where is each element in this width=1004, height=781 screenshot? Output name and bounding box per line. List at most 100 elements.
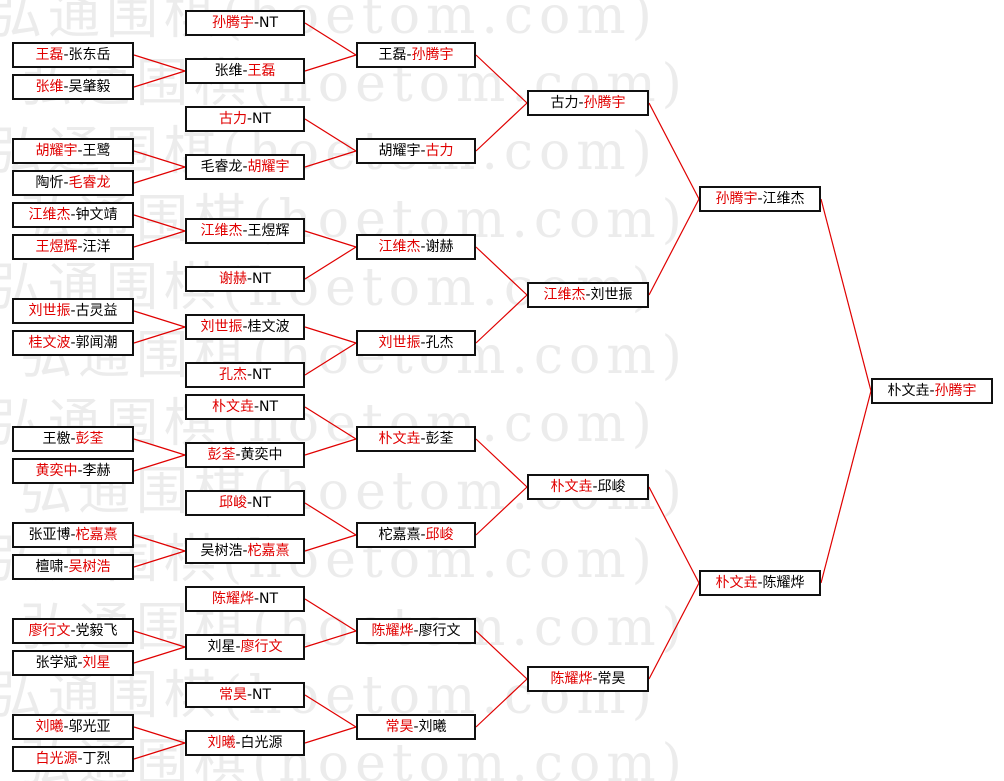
player-b-name: 柁嘉熹 (247, 543, 290, 559)
match-box: 吴树浩-柁嘉熹 (185, 538, 305, 564)
match-box: 陶忻-毛睿龙 (12, 170, 134, 196)
player-b-name: NT (259, 591, 279, 607)
versus-dash: - (235, 447, 241, 463)
match-box: 柁嘉熹-邱峻 (356, 522, 476, 548)
bracket-connector (133, 534, 186, 552)
player-a-name: 白光源 (35, 751, 78, 767)
bracket-connector (648, 198, 700, 296)
player-b-name: NT (252, 111, 272, 127)
player-b-name: 刘星 (82, 655, 111, 671)
match-box: 刘曦-白光源 (185, 730, 305, 756)
match-box: 刘曦-邬光亚 (12, 714, 134, 740)
versus-dash: - (246, 367, 253, 383)
player-b-name: NT (259, 15, 279, 31)
player-a-name: 古力 (550, 95, 579, 111)
match-box: 陈耀烨-NT (185, 586, 305, 612)
player-a-name: 廖行文 (28, 623, 71, 639)
match-box: 孙腾宇-江维杰 (699, 186, 821, 212)
versus-dash: - (253, 15, 260, 31)
match-box: 胡耀宇-古力 (356, 138, 476, 164)
match-box: 张维-吴肇毅 (12, 74, 134, 100)
versus-dash: - (242, 319, 248, 335)
player-b-name: 柁嘉熹 (75, 527, 118, 543)
match-box: 白光源-丁烈 (12, 746, 134, 772)
versus-dash: - (77, 655, 83, 671)
player-a-name: 王磊 (35, 47, 64, 63)
versus-dash: - (242, 223, 248, 239)
versus-dash: - (235, 639, 241, 655)
player-b-name: 郭闻潮 (75, 335, 118, 351)
player-a-name: 张维 (214, 63, 243, 79)
player-a-name: 刘世振 (200, 319, 243, 335)
player-b-name: NT (252, 687, 272, 703)
player-a-name: 孔杰 (218, 367, 247, 383)
bracket-connector (475, 294, 528, 344)
bracket-connector (133, 54, 186, 72)
match-box: 古力-NT (185, 106, 305, 132)
versus-dash: - (63, 175, 69, 191)
player-b-name: 王磊 (247, 63, 276, 79)
versus-dash: - (413, 719, 419, 735)
match-box: 檀啸-吴树浩 (12, 554, 134, 580)
player-a-name: 江维杰 (28, 207, 71, 223)
versus-dash: - (246, 687, 253, 703)
player-b-name: 胡耀宇 (247, 159, 290, 175)
versus-dash: - (246, 271, 253, 287)
player-a-name: 朴文垚 (211, 399, 254, 415)
match-box: 王磊-孙腾宇 (356, 42, 476, 68)
player-a-name: 刘星 (207, 639, 236, 655)
match-box: 朴文垚-彭荃 (356, 426, 476, 452)
player-b-name: 毛睿龙 (68, 175, 111, 191)
versus-dash: - (413, 623, 419, 639)
player-b-name: 孔杰 (425, 335, 454, 351)
player-a-name: 桂文波 (28, 335, 71, 351)
player-b-name: 彭荃 (425, 431, 454, 447)
bracket-connector (304, 118, 357, 152)
match-box: 王磊-张东岳 (12, 42, 134, 68)
versus-dash: - (77, 751, 83, 767)
player-a-name: 王檄 (42, 431, 71, 447)
versus-dash: - (77, 143, 83, 159)
versus-dash: - (77, 463, 83, 479)
player-b-name: 邱峻 (597, 479, 626, 495)
match-box: 江维杰-钟文靖 (12, 202, 134, 228)
player-b-name: 孙腾宇 (411, 47, 454, 63)
player-b-name: 古灵益 (75, 303, 118, 319)
bracket-connector (304, 230, 357, 248)
bracket-connector (820, 390, 872, 584)
player-b-name: 钟文靖 (75, 207, 118, 223)
bracket-connector (304, 150, 357, 168)
bracket-connector (133, 726, 186, 744)
versus-dash: - (235, 735, 241, 751)
bracket-connector (304, 246, 357, 280)
match-box: 刘世振-孔杰 (356, 330, 476, 356)
player-b-name: 丁烈 (82, 751, 111, 767)
player-b-name: 古力 (425, 143, 454, 159)
match-box: 王煜辉-汪洋 (12, 234, 134, 260)
bracket-connector (304, 438, 357, 456)
match-box: 刘世振-古灵益 (12, 298, 134, 324)
match-box: 谢赫-NT (185, 266, 305, 292)
bracket-connector (820, 198, 872, 392)
bracket-connector (475, 486, 528, 536)
match-box: 桂文波-郭闻潮 (12, 330, 134, 356)
bracket-connector (133, 230, 186, 248)
bracket-connector (133, 166, 186, 184)
player-b-name: 桂文波 (247, 319, 290, 335)
player-a-name: 朴文垚 (715, 575, 758, 591)
match-box: 江维杰-谢赫 (356, 234, 476, 260)
match-box: 张亚博-柁嘉熹 (12, 522, 134, 548)
versus-dash: - (253, 399, 260, 415)
versus-dash: - (253, 591, 260, 607)
player-b-name: 汪洋 (82, 239, 111, 255)
player-b-name: 孙腾宇 (583, 95, 626, 111)
match-box: 孔杰-NT (185, 362, 305, 388)
match-box: 朴文垚-NT (185, 394, 305, 420)
versus-dash: - (63, 719, 69, 735)
versus-dash: - (70, 623, 76, 639)
match-box: 张维-王磊 (185, 58, 305, 84)
player-b-name: 白光源 (240, 735, 283, 751)
bracket-connector (304, 534, 357, 552)
bracket-connector (304, 598, 357, 632)
bracket-connector (304, 326, 357, 344)
